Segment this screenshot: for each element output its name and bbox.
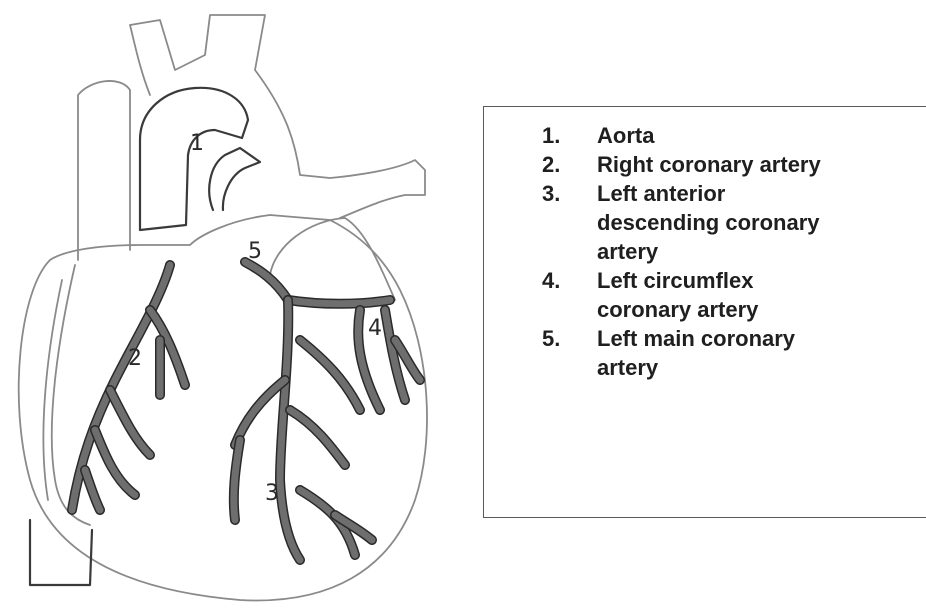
left-main-coronary-artery xyxy=(245,262,288,300)
legend-item-left-main: 5. Left main coronary artery xyxy=(542,324,912,382)
left-atrial-appendage xyxy=(270,218,395,300)
legend-number: 5. xyxy=(542,324,560,353)
right-coronary-artery xyxy=(72,265,185,510)
label-left-main: 5 xyxy=(248,239,262,264)
aortic-arch-vessels xyxy=(130,15,425,218)
legend-text: coronary artery xyxy=(597,297,758,322)
legend-text: descending coronary xyxy=(597,210,820,235)
legend-item-left-anterior-descending: 3. Left anterior descending coronary art… xyxy=(542,179,912,266)
legend-box: 1. Aorta 2. Right coronary artery 3. Lef… xyxy=(483,106,926,518)
heart-outline xyxy=(19,215,427,600)
legend-item-left-circumflex: 4. Left circumflex coronary artery xyxy=(542,266,912,324)
legend-number: 1. xyxy=(542,121,560,150)
legend-number: 3. xyxy=(542,179,560,208)
legend-number: 2. xyxy=(542,150,560,179)
left-anterior-descending-artery xyxy=(234,300,372,560)
label-left-anterior-descending: 3 xyxy=(265,481,279,506)
legend-list: 1. Aorta 2. Right coronary artery 3. Lef… xyxy=(542,121,912,382)
legend-number: 4. xyxy=(542,266,560,295)
pulmonary-trunk xyxy=(209,148,260,210)
legend-text: Aorta xyxy=(597,123,654,148)
superior-vena-cava xyxy=(78,81,130,260)
legend-text: artery xyxy=(597,355,658,380)
aorta xyxy=(140,88,248,230)
legend-item-aorta: 1. Aorta xyxy=(542,121,912,150)
label-aorta: 1 xyxy=(190,131,204,156)
legend-text: Right coronary artery xyxy=(597,152,821,177)
label-right-coronary: 2 xyxy=(128,346,142,371)
legend-text: Left anterior xyxy=(597,181,725,206)
legend-text: Left circumflex xyxy=(597,268,754,293)
legend-item-right-coronary: 2. Right coronary artery xyxy=(542,150,912,179)
label-left-circumflex: 4 xyxy=(368,316,382,341)
legend-text: Left main coronary xyxy=(597,326,795,351)
legend-text: artery xyxy=(597,239,658,264)
